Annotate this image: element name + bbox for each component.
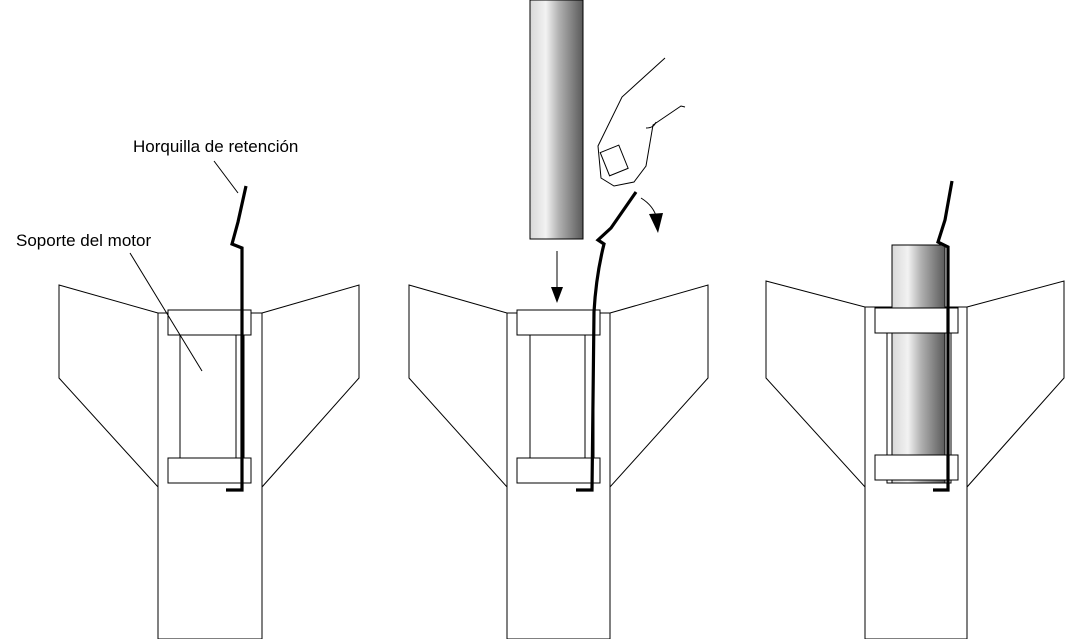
panel-1-mount xyxy=(58,160,360,639)
right-fin xyxy=(609,284,709,489)
retaining-clip-label: Horquilla de retención xyxy=(133,137,299,156)
rotate-arrow xyxy=(640,197,663,233)
hand-icon xyxy=(597,57,686,187)
panel-3-mount xyxy=(765,180,1065,639)
lower-centering-ring xyxy=(516,457,601,484)
motor-mount-label: Soporte del motor xyxy=(16,231,152,250)
retaining-clip xyxy=(226,185,248,492)
motor-mount-tube xyxy=(179,334,245,459)
upper-centering-ring xyxy=(167,309,252,336)
upper-centering-ring xyxy=(516,309,601,336)
retaining-clip-bent xyxy=(576,191,638,492)
left-fin xyxy=(58,284,159,489)
right-fin xyxy=(261,284,360,489)
left-fin xyxy=(408,284,508,489)
lower-centering-ring xyxy=(167,457,252,484)
retaining-clip xyxy=(933,180,954,492)
lower-centering-ring xyxy=(874,454,959,481)
mount-leader-line xyxy=(129,252,203,372)
left-fin xyxy=(765,280,866,489)
upper-centering-ring xyxy=(874,307,959,334)
clip-leader-line xyxy=(213,160,239,194)
motor xyxy=(529,0,584,240)
motor-installed xyxy=(891,244,946,484)
panel-2-mount xyxy=(408,0,709,639)
motor-mount-tube xyxy=(529,334,595,459)
down-arrow xyxy=(551,251,563,303)
right-fin xyxy=(966,280,1065,489)
